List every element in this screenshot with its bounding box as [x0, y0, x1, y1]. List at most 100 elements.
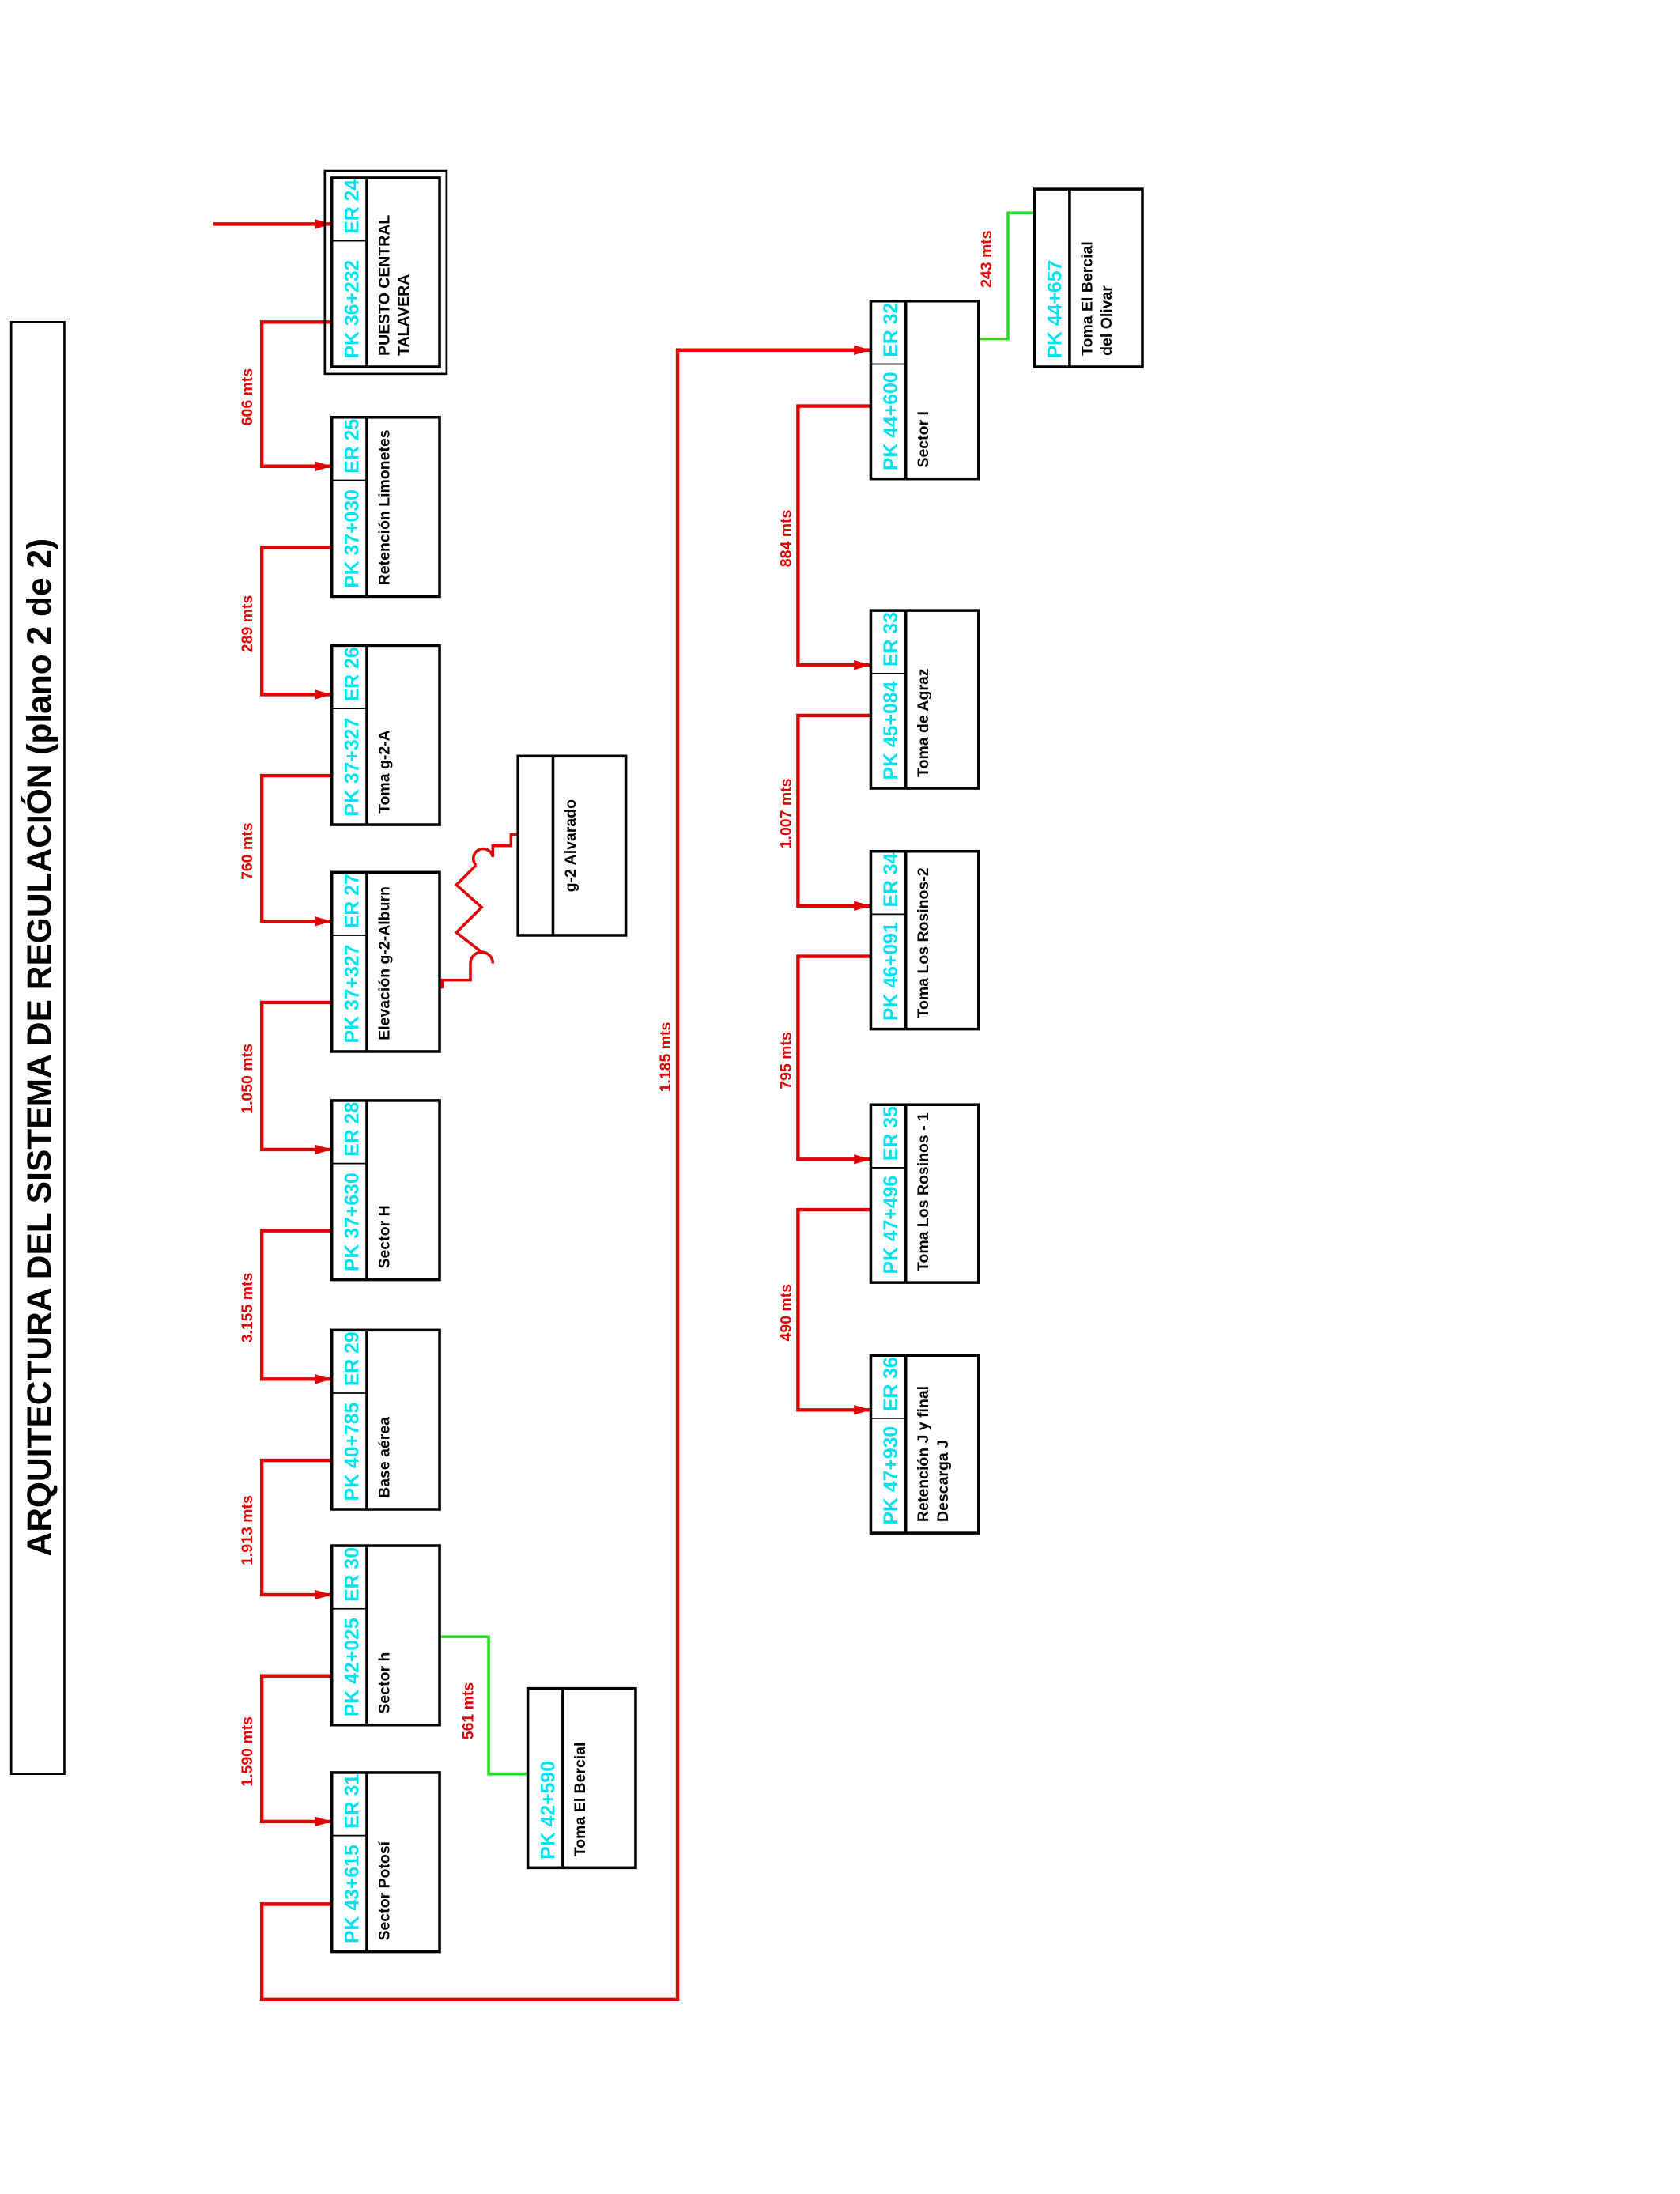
connector-line — [259, 1674, 332, 1824]
box-frame — [869, 849, 980, 1031]
arrow-head — [315, 916, 332, 927]
connector-line — [259, 1458, 332, 1597]
station-name: Base aérea — [376, 1417, 393, 1498]
station-name: Toma El Bercial — [1078, 241, 1096, 356]
arrow-head — [315, 689, 332, 700]
station-name: Toma de Agraz — [915, 668, 932, 777]
station-name: Toma Los Rosinos-2 — [915, 867, 932, 1018]
station-box-er34: ER 34 PK 46+091 Toma Los Rosinos-2 — [869, 849, 980, 1031]
distance-label: 1.913 mts — [239, 1495, 256, 1565]
station-name: Retención J y final — [915, 1386, 932, 1522]
connector-line — [259, 546, 332, 697]
pk-code: PK 44+657 — [1044, 260, 1066, 359]
pump-squiggle-icon — [440, 833, 519, 989]
er-code: ER 26 — [342, 647, 363, 701]
alvarado-box: g-2 Alvarado — [516, 754, 628, 937]
connector-line — [796, 713, 871, 908]
pk-code: PK 46+091 — [881, 922, 902, 1021]
er-code: ER 29 — [342, 1331, 363, 1386]
distance-label: 3.155 mts — [239, 1272, 256, 1342]
title-frame — [9, 321, 66, 1776]
station-name: Descarga J — [934, 1440, 952, 1522]
arrow-head — [315, 1589, 332, 1600]
distance-label: 289 mts — [239, 595, 256, 653]
box-frame — [330, 1771, 441, 1954]
box-outer-frame — [323, 169, 448, 376]
station-name: Elevación g-2-Alburn — [376, 886, 393, 1040]
connections — [213, 211, 1035, 2002]
pk-code: PK 37+630 — [342, 1173, 363, 1271]
connector-line — [259, 773, 332, 923]
box-frame — [330, 1099, 441, 1282]
box-frame — [330, 870, 441, 1053]
station-box-er27: ER 27 PK 37+327 Elevación g-2-Alburn — [330, 870, 441, 1053]
distance-label: 490 mts — [778, 1284, 795, 1342]
branch-line — [977, 211, 1035, 341]
pk-code: PK 37+030 — [342, 489, 363, 588]
arrow-head — [315, 1374, 332, 1384]
box-frame — [330, 1328, 441, 1511]
connector-line — [796, 954, 871, 1161]
station-name: Sector Potosí — [376, 1841, 393, 1940]
arrow-head — [854, 901, 871, 911]
er-code: ER 30 — [342, 1547, 363, 1602]
arrow-head — [315, 461, 332, 471]
er-code: ER 32 — [881, 303, 902, 357]
arrow-head — [315, 1816, 332, 1827]
station-name: g-2 Alvarado — [562, 799, 580, 892]
title-box: ARQUITECTURA DEL SISTEMA DE REGULACIÓN (… — [9, 321, 66, 1776]
box-frame — [516, 754, 628, 937]
station-name: Toma Los Rosinos - 1 — [915, 1112, 932, 1271]
distance-label: 884 mts — [778, 510, 795, 568]
er-code: ER 35 — [881, 1106, 902, 1161]
box-frame — [330, 1544, 441, 1727]
er-code: ER 33 — [881, 612, 902, 667]
station-name: del Olivar — [1098, 285, 1116, 356]
pk-code: PK 47+930 — [881, 1426, 902, 1525]
station-box-er33: ER 33 PK 45+084 Toma de Agraz — [869, 609, 980, 790]
pk-code: PK 44+600 — [881, 372, 902, 470]
pk-code: PK 47+496 — [881, 1176, 902, 1274]
station-box-er29: ER 29 PK 40+785 Base aérea — [330, 1328, 441, 1511]
branch-line — [440, 1635, 528, 1776]
er-code: ER 25 — [342, 419, 363, 474]
connector-line — [796, 404, 871, 667]
er-code: ER 28 — [342, 1102, 363, 1157]
er-code: ER 31 — [342, 1774, 363, 1829]
station-name: Sector I — [915, 411, 932, 467]
connector-line — [259, 1000, 332, 1152]
pk-code: PK 36+232 — [342, 260, 363, 359]
arrow-head — [854, 1405, 871, 1415]
distance-label: 795 mts — [778, 1032, 795, 1089]
pk-code: PK 42+025 — [342, 1618, 363, 1716]
arrow-head — [854, 1154, 871, 1165]
box-frame — [330, 415, 441, 599]
pk-code: PK 37+327 — [342, 945, 363, 1044]
branch-distance-label: 243 mts — [978, 230, 995, 288]
connector-line — [796, 1207, 871, 1412]
trunk-distance-label: 1.185 mts — [657, 1021, 674, 1092]
pk-code: PK 43+615 — [342, 1845, 363, 1943]
er-code: ER 27 — [342, 874, 363, 928]
station-box-er32: ER 32 PK 44+600 Sector I — [869, 300, 980, 481]
box-frame — [526, 1686, 637, 1870]
station-name: Toma g-2-A — [376, 730, 393, 814]
distance-label: 760 mts — [239, 822, 256, 880]
station-box-er31: ER 31 PK 43+615 Sector Potosí — [330, 1771, 441, 1954]
er-code: ER 34 — [881, 852, 902, 907]
pk-code: PK 37+327 — [342, 718, 363, 817]
connector-line — [259, 1229, 332, 1381]
distance-label: 1.050 mts — [239, 1044, 256, 1114]
pk-code: PK 40+785 — [342, 1402, 363, 1501]
pk-code: PK 45+084 — [881, 681, 902, 780]
station-box-er26: ER 26 PK 37+327 Toma g-2-A — [330, 644, 441, 826]
trunk-arrow — [854, 345, 871, 355]
connector-line — [259, 320, 332, 468]
station-box-er35: ER 35 PK 47+496 Toma Los Rosinos - 1 — [869, 1103, 980, 1284]
